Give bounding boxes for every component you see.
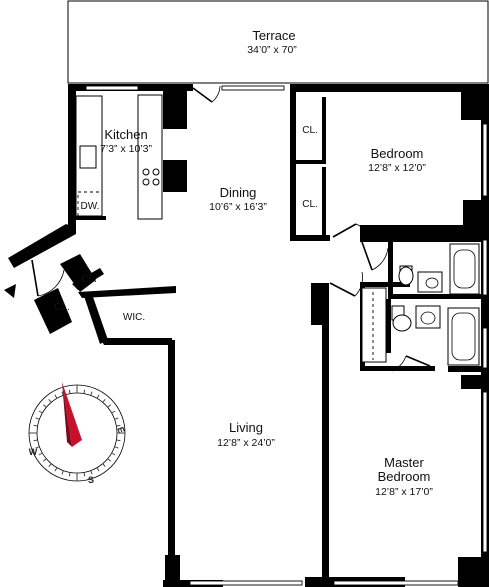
bedroom-door [332, 223, 371, 241]
exterior-walls [68, 84, 489, 587]
bathrooms [360, 242, 481, 372]
bedroom-walls [290, 92, 481, 242]
closet-label-top: CL. [302, 125, 318, 136]
terrace-outline [67, 0, 489, 84]
compass-tick [96, 467, 100, 472]
closet-label-entry-b: CL. [54, 302, 70, 313]
compass-tick [83, 472, 86, 477]
compass-tick [102, 398, 106, 403]
compass-tick [90, 391, 93, 396]
compass-tick [48, 398, 52, 403]
bedroom-dimensions: 12’8” x 12’0” [368, 162, 426, 174]
closet-label-entry-a: CL. [81, 274, 97, 285]
compass-tick [102, 463, 106, 468]
compass-tick [42, 458, 47, 462]
kitchen-dimensions: 7’3” x 10’3” [100, 143, 152, 155]
master-dimensions: 12’8” x 17’0” [375, 486, 433, 498]
compass-tick [107, 458, 112, 462]
dining-name: Dining [220, 185, 257, 200]
compass-needle-icon [62, 382, 82, 447]
living-name: Living [229, 420, 263, 435]
kitchen-fixtures [75, 94, 163, 220]
terrace-name: Terrace [252, 28, 295, 43]
compass-tick [35, 417, 40, 420]
terrace-dimensions: 34’0” x 70” [247, 44, 297, 56]
dishwasher-label: DW. [81, 201, 100, 212]
bedroom-name: Bedroom [371, 146, 424, 161]
walk-in-closet-label: WIC. [123, 312, 145, 323]
compass-tick [116, 424, 121, 427]
compass-tick [54, 467, 58, 472]
bath-doors [329, 241, 431, 372]
compass-tick [107, 404, 112, 408]
terrace-door [192, 85, 221, 103]
master-name-line1: Master [384, 455, 424, 470]
living-dimensions: 12’8” x 24’0” [217, 437, 275, 449]
compass-tick [38, 452, 43, 456]
compass-tick [114, 417, 119, 420]
compass-ticks [29, 385, 125, 481]
compass-tick [33, 439, 38, 442]
compass-tick [83, 389, 86, 394]
compass-tick [114, 446, 119, 449]
compass-tick [42, 404, 47, 408]
compass: E S W [28, 382, 127, 485]
compass-west: W [29, 447, 38, 457]
compass-tick [116, 439, 121, 442]
closet-label-bottom: CL. [302, 199, 318, 210]
entry-arrow [4, 284, 16, 298]
compass-tick [68, 472, 71, 477]
compass-tick [111, 410, 116, 414]
compass-south: S [88, 475, 94, 485]
dining-dimensions: 10’6” x 16’3” [209, 201, 267, 213]
compass-tick [96, 394, 100, 399]
entry-walls [8, 224, 176, 345]
compass-tick [35, 446, 40, 449]
compass-tick [90, 470, 93, 475]
compass-tick [111, 452, 116, 456]
top-windows [85, 85, 488, 586]
master-name-line2: Bedroom [378, 469, 431, 484]
compass-tick [54, 394, 58, 399]
compass-east: E [115, 425, 126, 434]
kitchen-name: Kitchen [104, 127, 147, 142]
compass-tick [48, 463, 52, 468]
compass-tick [33, 424, 38, 427]
interior-walls [168, 283, 329, 587]
compass-tick [38, 410, 43, 414]
compass-tick [61, 470, 64, 475]
compass-tick [68, 389, 71, 394]
